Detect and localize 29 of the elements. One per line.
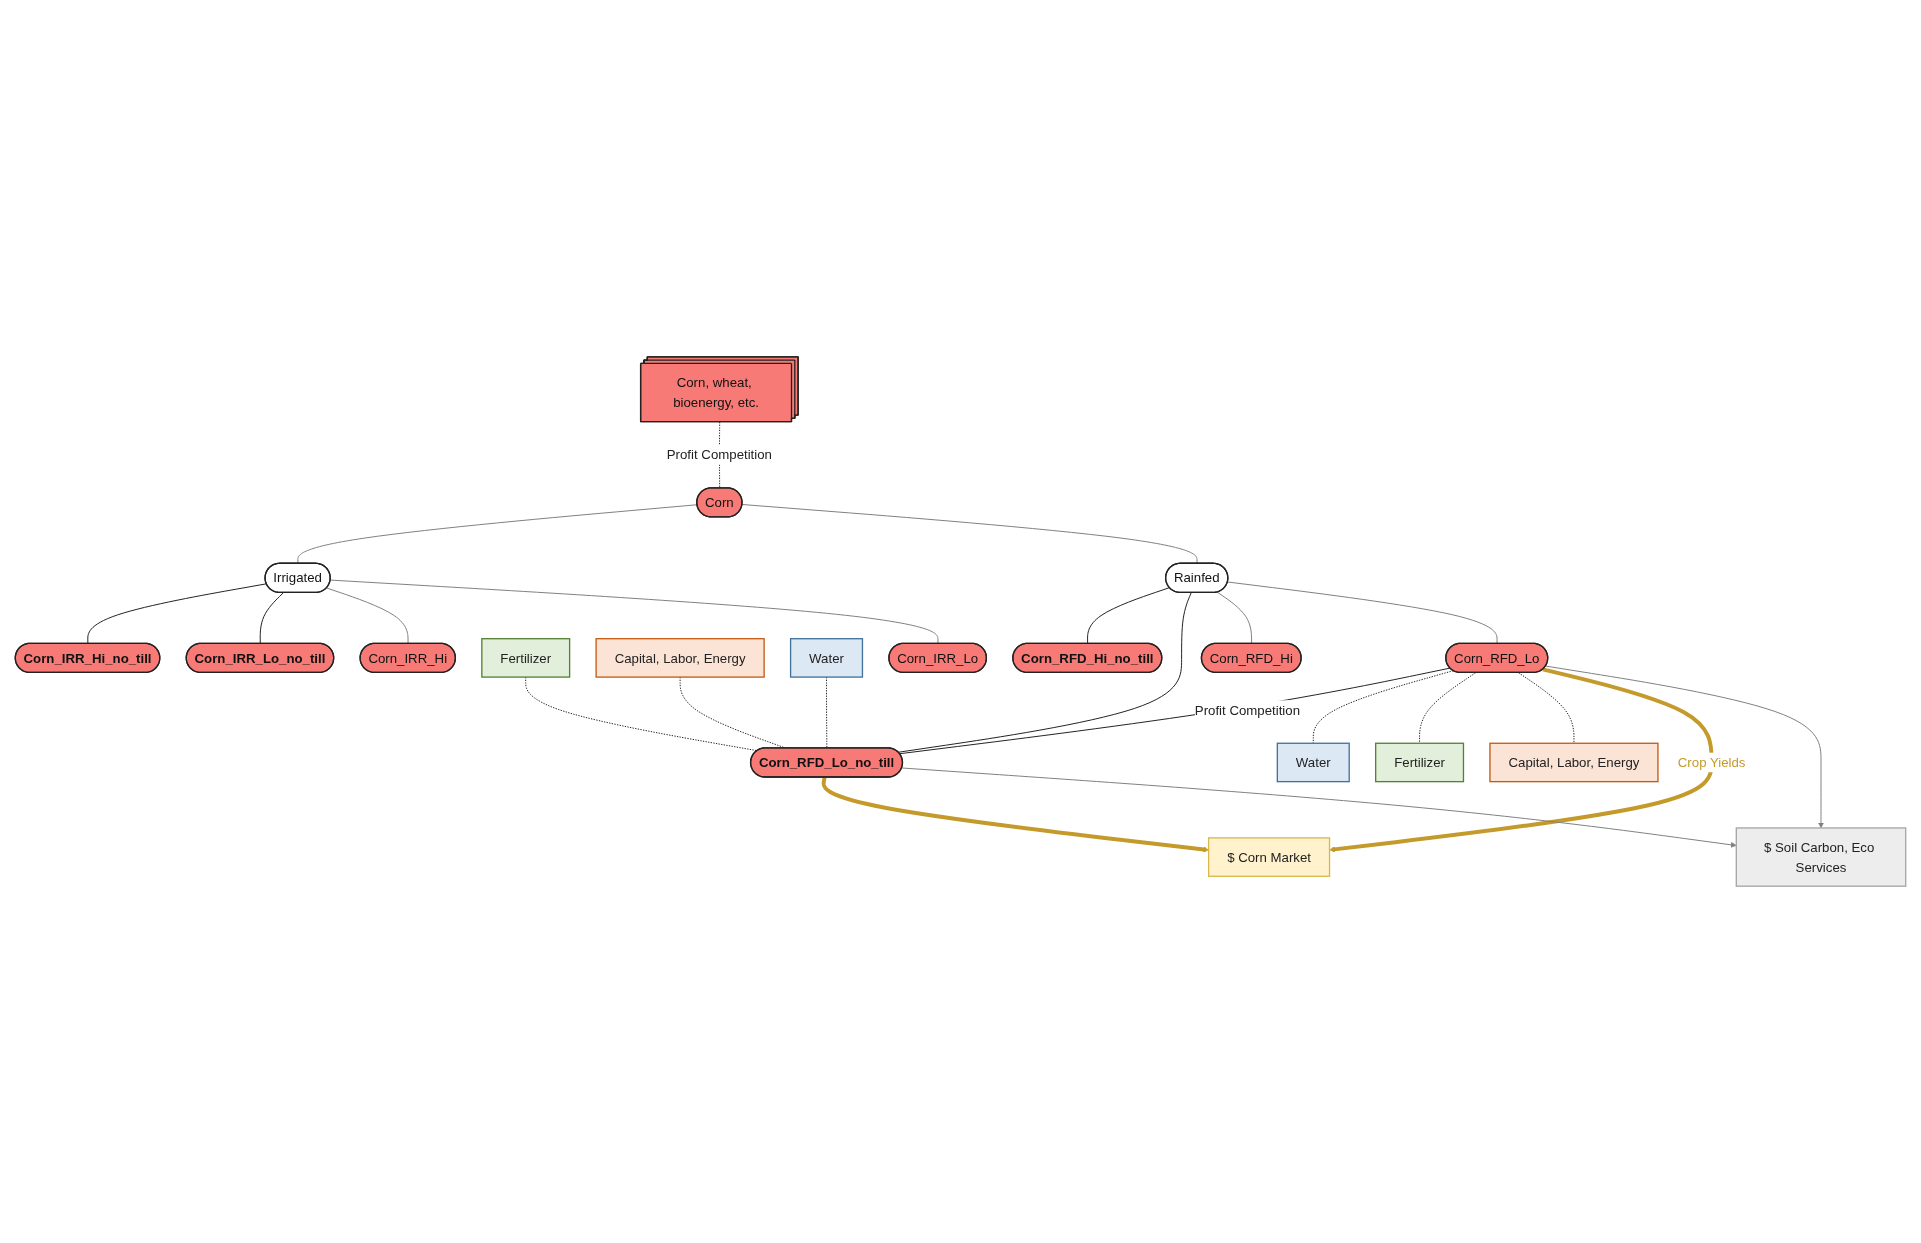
connector bbox=[326, 587, 409, 645]
edge-label: Profit Competition bbox=[666, 447, 772, 463]
connector bbox=[1312, 670, 1454, 744]
connector bbox=[1087, 587, 1170, 645]
connector bbox=[259, 592, 284, 645]
connector bbox=[525, 676, 758, 752]
connector bbox=[899, 667, 1451, 755]
arrow bbox=[821, 777, 1209, 853]
connector bbox=[741, 504, 1198, 565]
node-box: Water bbox=[789, 638, 864, 678]
connector bbox=[1227, 581, 1498, 645]
edge-label: Profit Competition bbox=[1194, 702, 1301, 718]
connector bbox=[1216, 591, 1253, 645]
connector bbox=[719, 421, 721, 489]
node-box: $ Corn Market bbox=[1207, 837, 1331, 877]
node-box: Water bbox=[1276, 742, 1350, 783]
node-box: Capital, Labor, Energy bbox=[1489, 742, 1659, 783]
node-box: Fertilizer bbox=[1375, 742, 1465, 783]
arrow bbox=[1329, 667, 1714, 853]
edge-label: Crop Yields bbox=[1677, 755, 1746, 770]
node-box: Fertilizer bbox=[481, 638, 571, 678]
connector bbox=[329, 579, 939, 645]
connector bbox=[826, 676, 828, 749]
connector bbox=[297, 504, 698, 565]
connector bbox=[1419, 672, 1477, 744]
connector bbox=[1518, 672, 1575, 744]
connector bbox=[87, 583, 268, 645]
node-box: $ Soil Carbon, Eco Services bbox=[1735, 827, 1907, 887]
node-box: Capital, Labor, Energy bbox=[595, 638, 765, 678]
